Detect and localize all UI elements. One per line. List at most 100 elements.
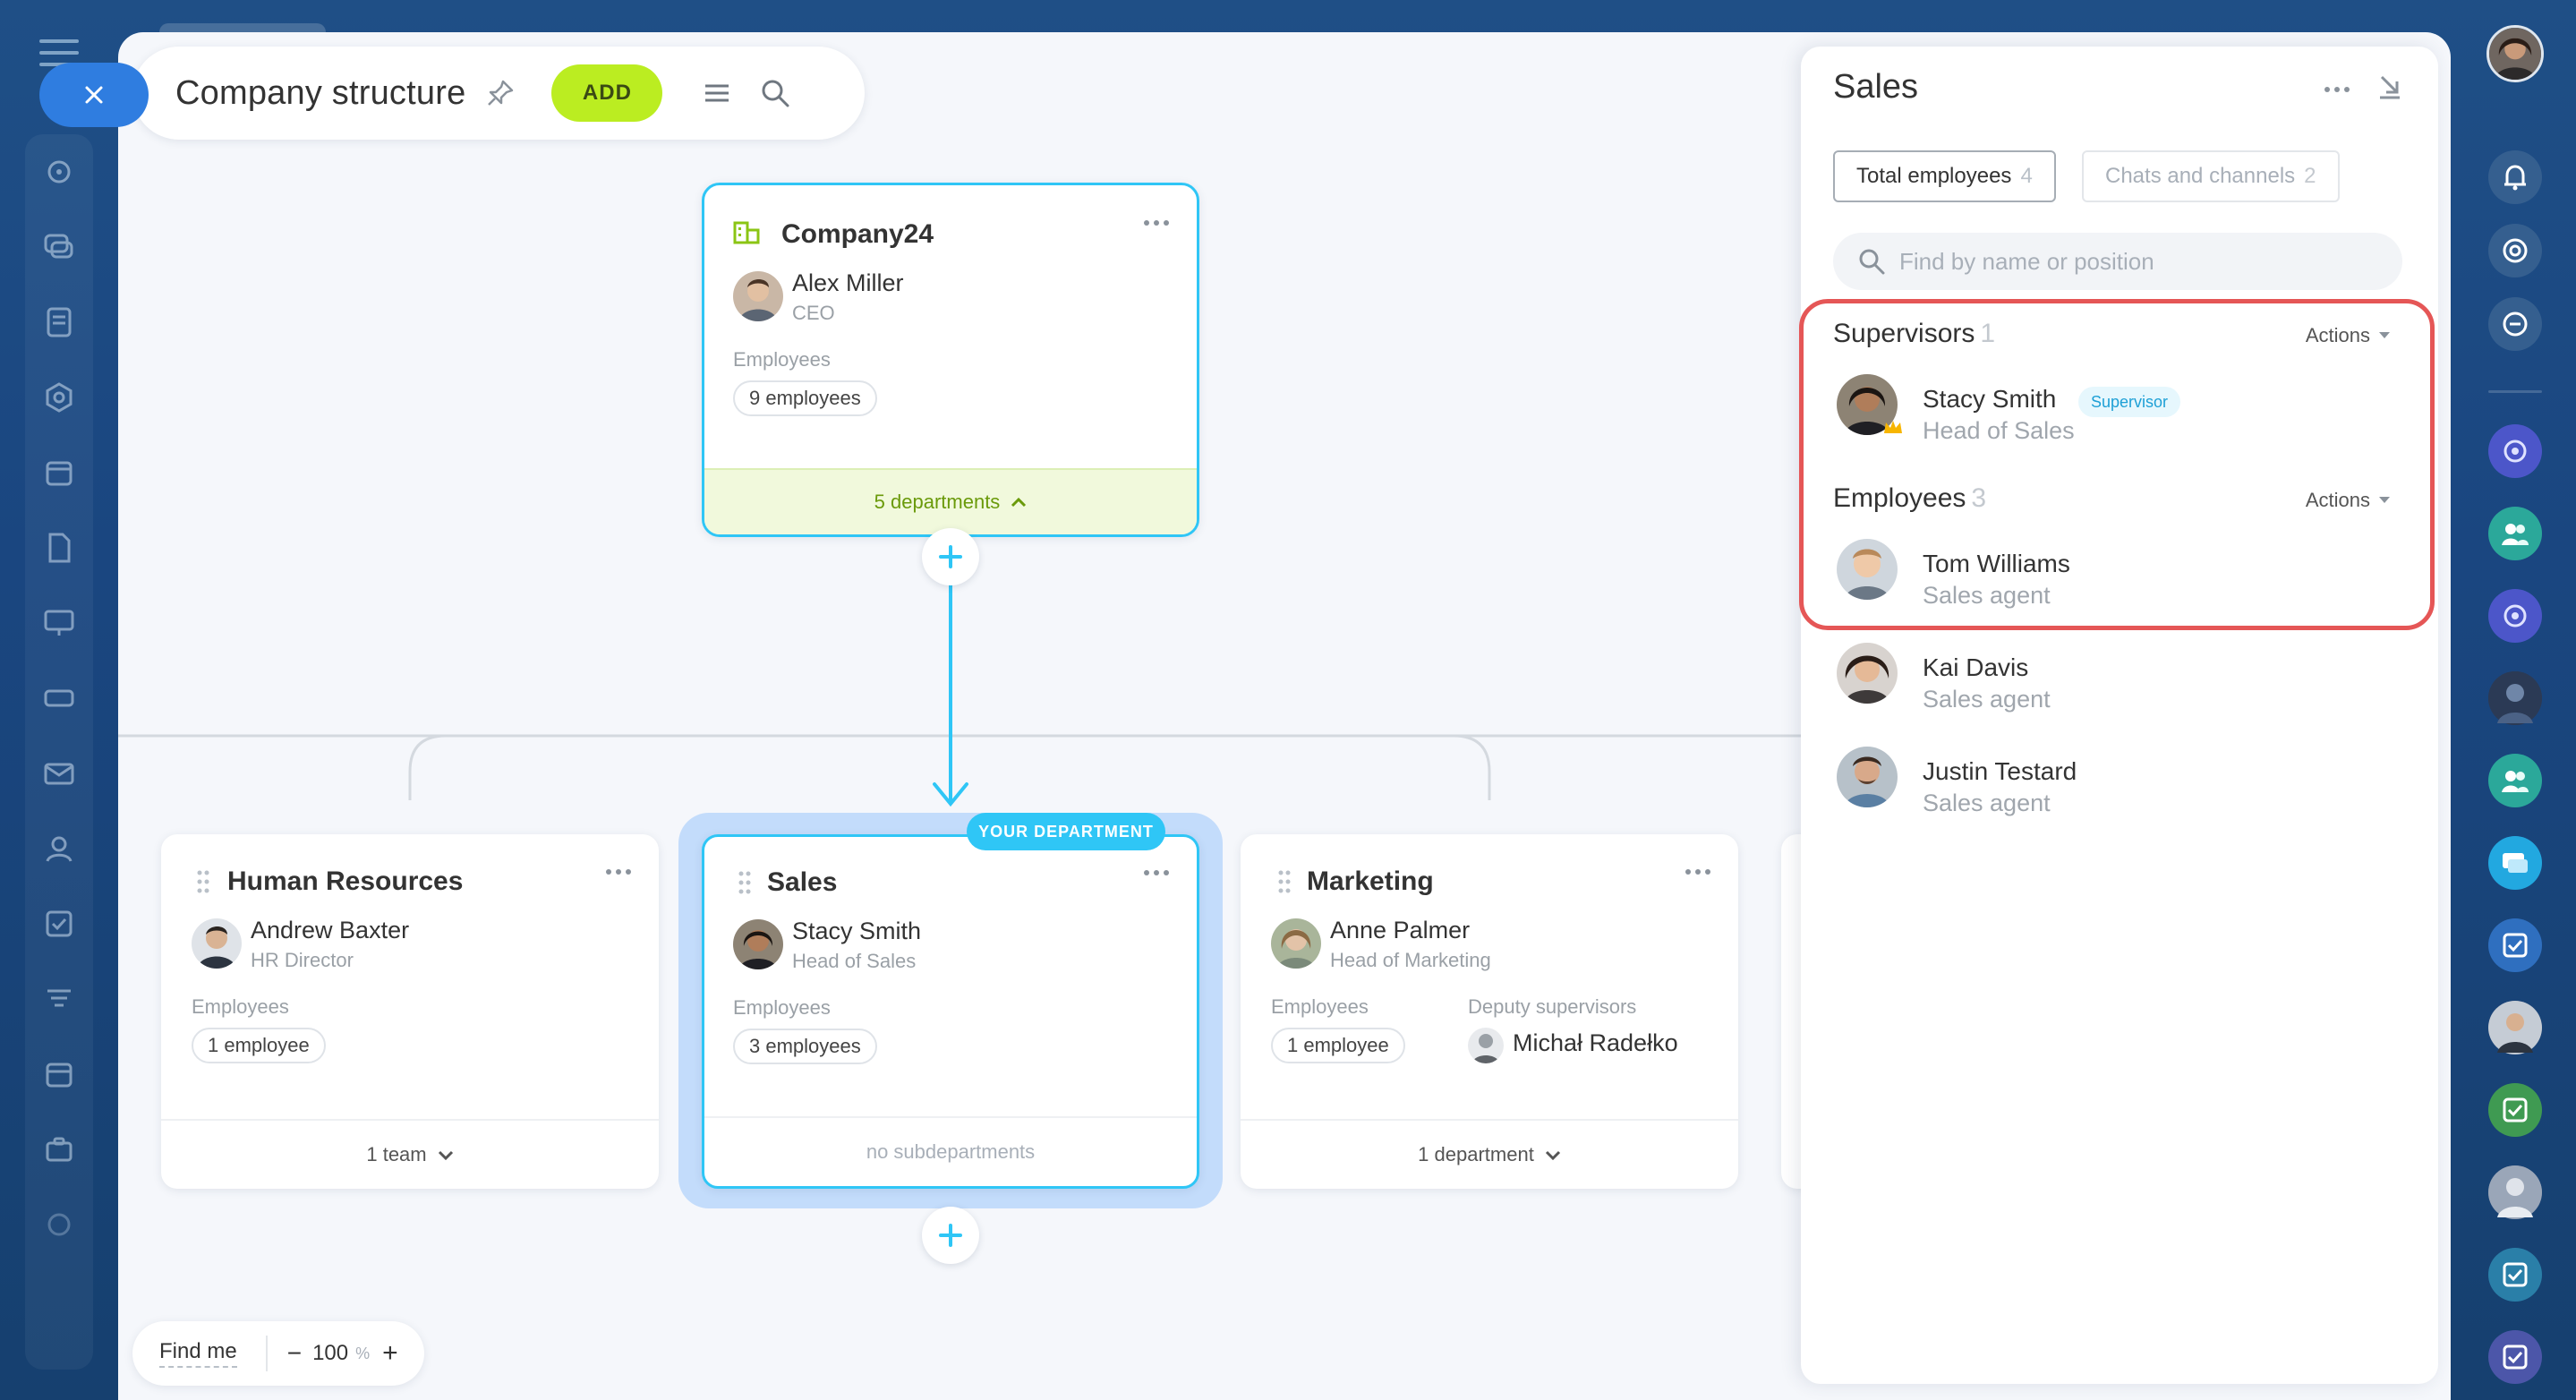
more-icon[interactable]	[1143, 219, 1170, 226]
department-footer[interactable]: 1 team	[161, 1119, 659, 1189]
company-card[interactable]: Company24 Alex Miller CEO Employees 9 em…	[702, 183, 1199, 537]
find-me-button[interactable]: Find me	[159, 1339, 237, 1368]
employee-name[interactable]: Justin Testard	[1923, 757, 2077, 785]
messages-icon[interactable]	[2488, 836, 2542, 890]
caret-down-icon	[2379, 332, 2390, 338]
drawer-title: Sales	[1833, 68, 1919, 106]
more-icon[interactable]	[1685, 868, 1711, 875]
deputy-name[interactable]: Michał Radełko	[1513, 1029, 1678, 1056]
department-footer-label: 1 team	[366, 1143, 427, 1165]
employees-count-pill[interactable]: 3 employees	[733, 1029, 877, 1064]
more-icon[interactable]	[2324, 86, 2350, 93]
company-head-role: CEO	[792, 302, 835, 324]
department-card-marketing[interactable]: Marketing Anne Palmer Head of Marketing …	[1241, 834, 1738, 1189]
employees-count-pill[interactable]: 1 employee	[192, 1028, 326, 1063]
sidebar-settings-icon[interactable]	[36, 1201, 82, 1248]
zoom-in-button[interactable]: +	[382, 1338, 398, 1368]
sidebar-schedule-icon[interactable]	[36, 1051, 82, 1097]
add-child-button[interactable]	[922, 528, 979, 585]
channel-icon[interactable]	[2488, 589, 2542, 643]
department-name: Sales	[767, 867, 838, 897]
department-footer[interactable]: 1 department	[1241, 1119, 1738, 1189]
zoom-out-button[interactable]: −	[286, 1339, 303, 1367]
more-icon[interactable]	[1143, 869, 1170, 876]
sidebar-board-icon[interactable]	[36, 600, 82, 646]
close-button[interactable]	[39, 63, 149, 127]
drag-handle-icon[interactable]	[197, 870, 209, 893]
menu-icon[interactable]	[704, 82, 730, 104]
sidebar-calendar-icon[interactable]	[36, 449, 82, 496]
avatar[interactable]	[733, 271, 783, 321]
avatar[interactable]	[1837, 643, 1898, 704]
employees-count-pill[interactable]: 9 employees	[733, 380, 877, 416]
departments-toggle[interactable]: 5 departments	[704, 468, 1197, 534]
department-card-hr[interactable]: Human Resources Andrew Baxter HR Directo…	[161, 834, 659, 1189]
task-icon[interactable]	[2488, 1083, 2542, 1137]
avatar[interactable]	[192, 918, 242, 969]
drag-handle-icon[interactable]	[738, 871, 751, 894]
search-icon[interactable]	[761, 79, 789, 107]
more-icon[interactable]	[605, 868, 632, 875]
sidebar-feed-icon[interactable]	[36, 149, 82, 195]
pin-icon[interactable]	[485, 78, 516, 108]
close-icon	[85, 86, 103, 104]
sidebar-filter-icon[interactable]	[36, 976, 82, 1022]
task-icon[interactable]	[2488, 1248, 2542, 1302]
avatar[interactable]	[1837, 747, 1898, 807]
employee-search-field[interactable]: Find by name or position	[1833, 233, 2402, 290]
department-name: Marketing	[1307, 866, 1434, 896]
target-icon[interactable]	[2488, 224, 2542, 277]
department-card-sales[interactable]: Sales Stacy Smith Head of Sales Employee…	[702, 834, 1199, 1189]
search-chat-icon[interactable]	[2488, 297, 2542, 351]
company-head-name[interactable]: Alex Miller	[792, 269, 904, 296]
sidebar-mail-icon[interactable]	[36, 750, 82, 797]
sidebar-briefcase-icon[interactable]	[36, 1126, 82, 1173]
company-name: Company24	[781, 219, 934, 249]
tab-label: Total employees	[1856, 164, 2012, 188]
drag-handle-icon[interactable]	[1278, 870, 1291, 893]
page-title: Company structure	[175, 73, 466, 112]
tab-chats-and-channels[interactable]: Chats and channels 2	[2082, 150, 2340, 202]
avatar[interactable]	[733, 919, 783, 969]
avatar[interactable]	[1271, 918, 1321, 969]
department-head-name[interactable]: Andrew Baxter	[251, 917, 410, 943]
sidebar-document-icon[interactable]	[36, 525, 82, 571]
sidebar-chat-icon[interactable]	[36, 224, 82, 270]
employees-count-pill[interactable]: 1 employee	[1271, 1028, 1405, 1063]
plus-icon	[939, 1224, 962, 1247]
group-chat-icon[interactable]	[2488, 507, 2542, 560]
contact-avatar[interactable]	[2488, 671, 2542, 725]
supervisor-badge: Supervisor	[2078, 387, 2181, 417]
avatar[interactable]	[1468, 1028, 1504, 1063]
contact-avatar[interactable]	[2488, 1001, 2542, 1054]
employee-name[interactable]: Tom Williams	[1923, 550, 2070, 577]
tab-total-employees[interactable]: Total employees 4	[1833, 150, 2056, 202]
employees-actions-button[interactable]: Actions	[2306, 489, 2390, 512]
structure-canvas[interactable]: Company structure ADD Company24 Alex Mil…	[118, 32, 2451, 1400]
supervisors-actions-button[interactable]: Actions	[2306, 324, 2390, 347]
notifications-icon[interactable]	[2488, 150, 2542, 204]
sidebar-contacts-icon[interactable]	[36, 825, 82, 872]
add-button[interactable]: ADD	[551, 64, 663, 122]
sidebar-drive-icon[interactable]	[36, 675, 82, 721]
channel-icon[interactable]	[2488, 424, 2542, 478]
avatar[interactable]	[1837, 539, 1898, 600]
employee-role: Sales agent	[1923, 686, 2051, 713]
contact-avatar[interactable]	[2488, 1165, 2542, 1219]
task-icon[interactable]	[2488, 918, 2542, 972]
department-head-role: HR Director	[251, 949, 354, 971]
collapse-icon[interactable]	[2377, 73, 2402, 100]
add-child-button[interactable]	[922, 1207, 979, 1264]
department-head-name[interactable]: Stacy Smith	[792, 918, 922, 944]
task-icon[interactable]	[2488, 1330, 2542, 1384]
sidebar-news-icon[interactable]	[36, 299, 82, 346]
user-avatar[interactable]	[2486, 25, 2544, 82]
employee-name[interactable]: Kai Davis	[1923, 653, 2029, 681]
sidebar-tasks-icon[interactable]	[36, 901, 82, 947]
chevron-down-icon	[1545, 1150, 1560, 1160]
employees-label: Employees	[733, 996, 831, 1019]
sidebar-hexagon-icon[interactable]	[36, 374, 82, 421]
group-chat-icon[interactable]	[2488, 754, 2542, 807]
department-head-name[interactable]: Anne Palmer	[1330, 917, 1471, 943]
supervisor-name[interactable]: Stacy Smith	[1923, 385, 2057, 413]
